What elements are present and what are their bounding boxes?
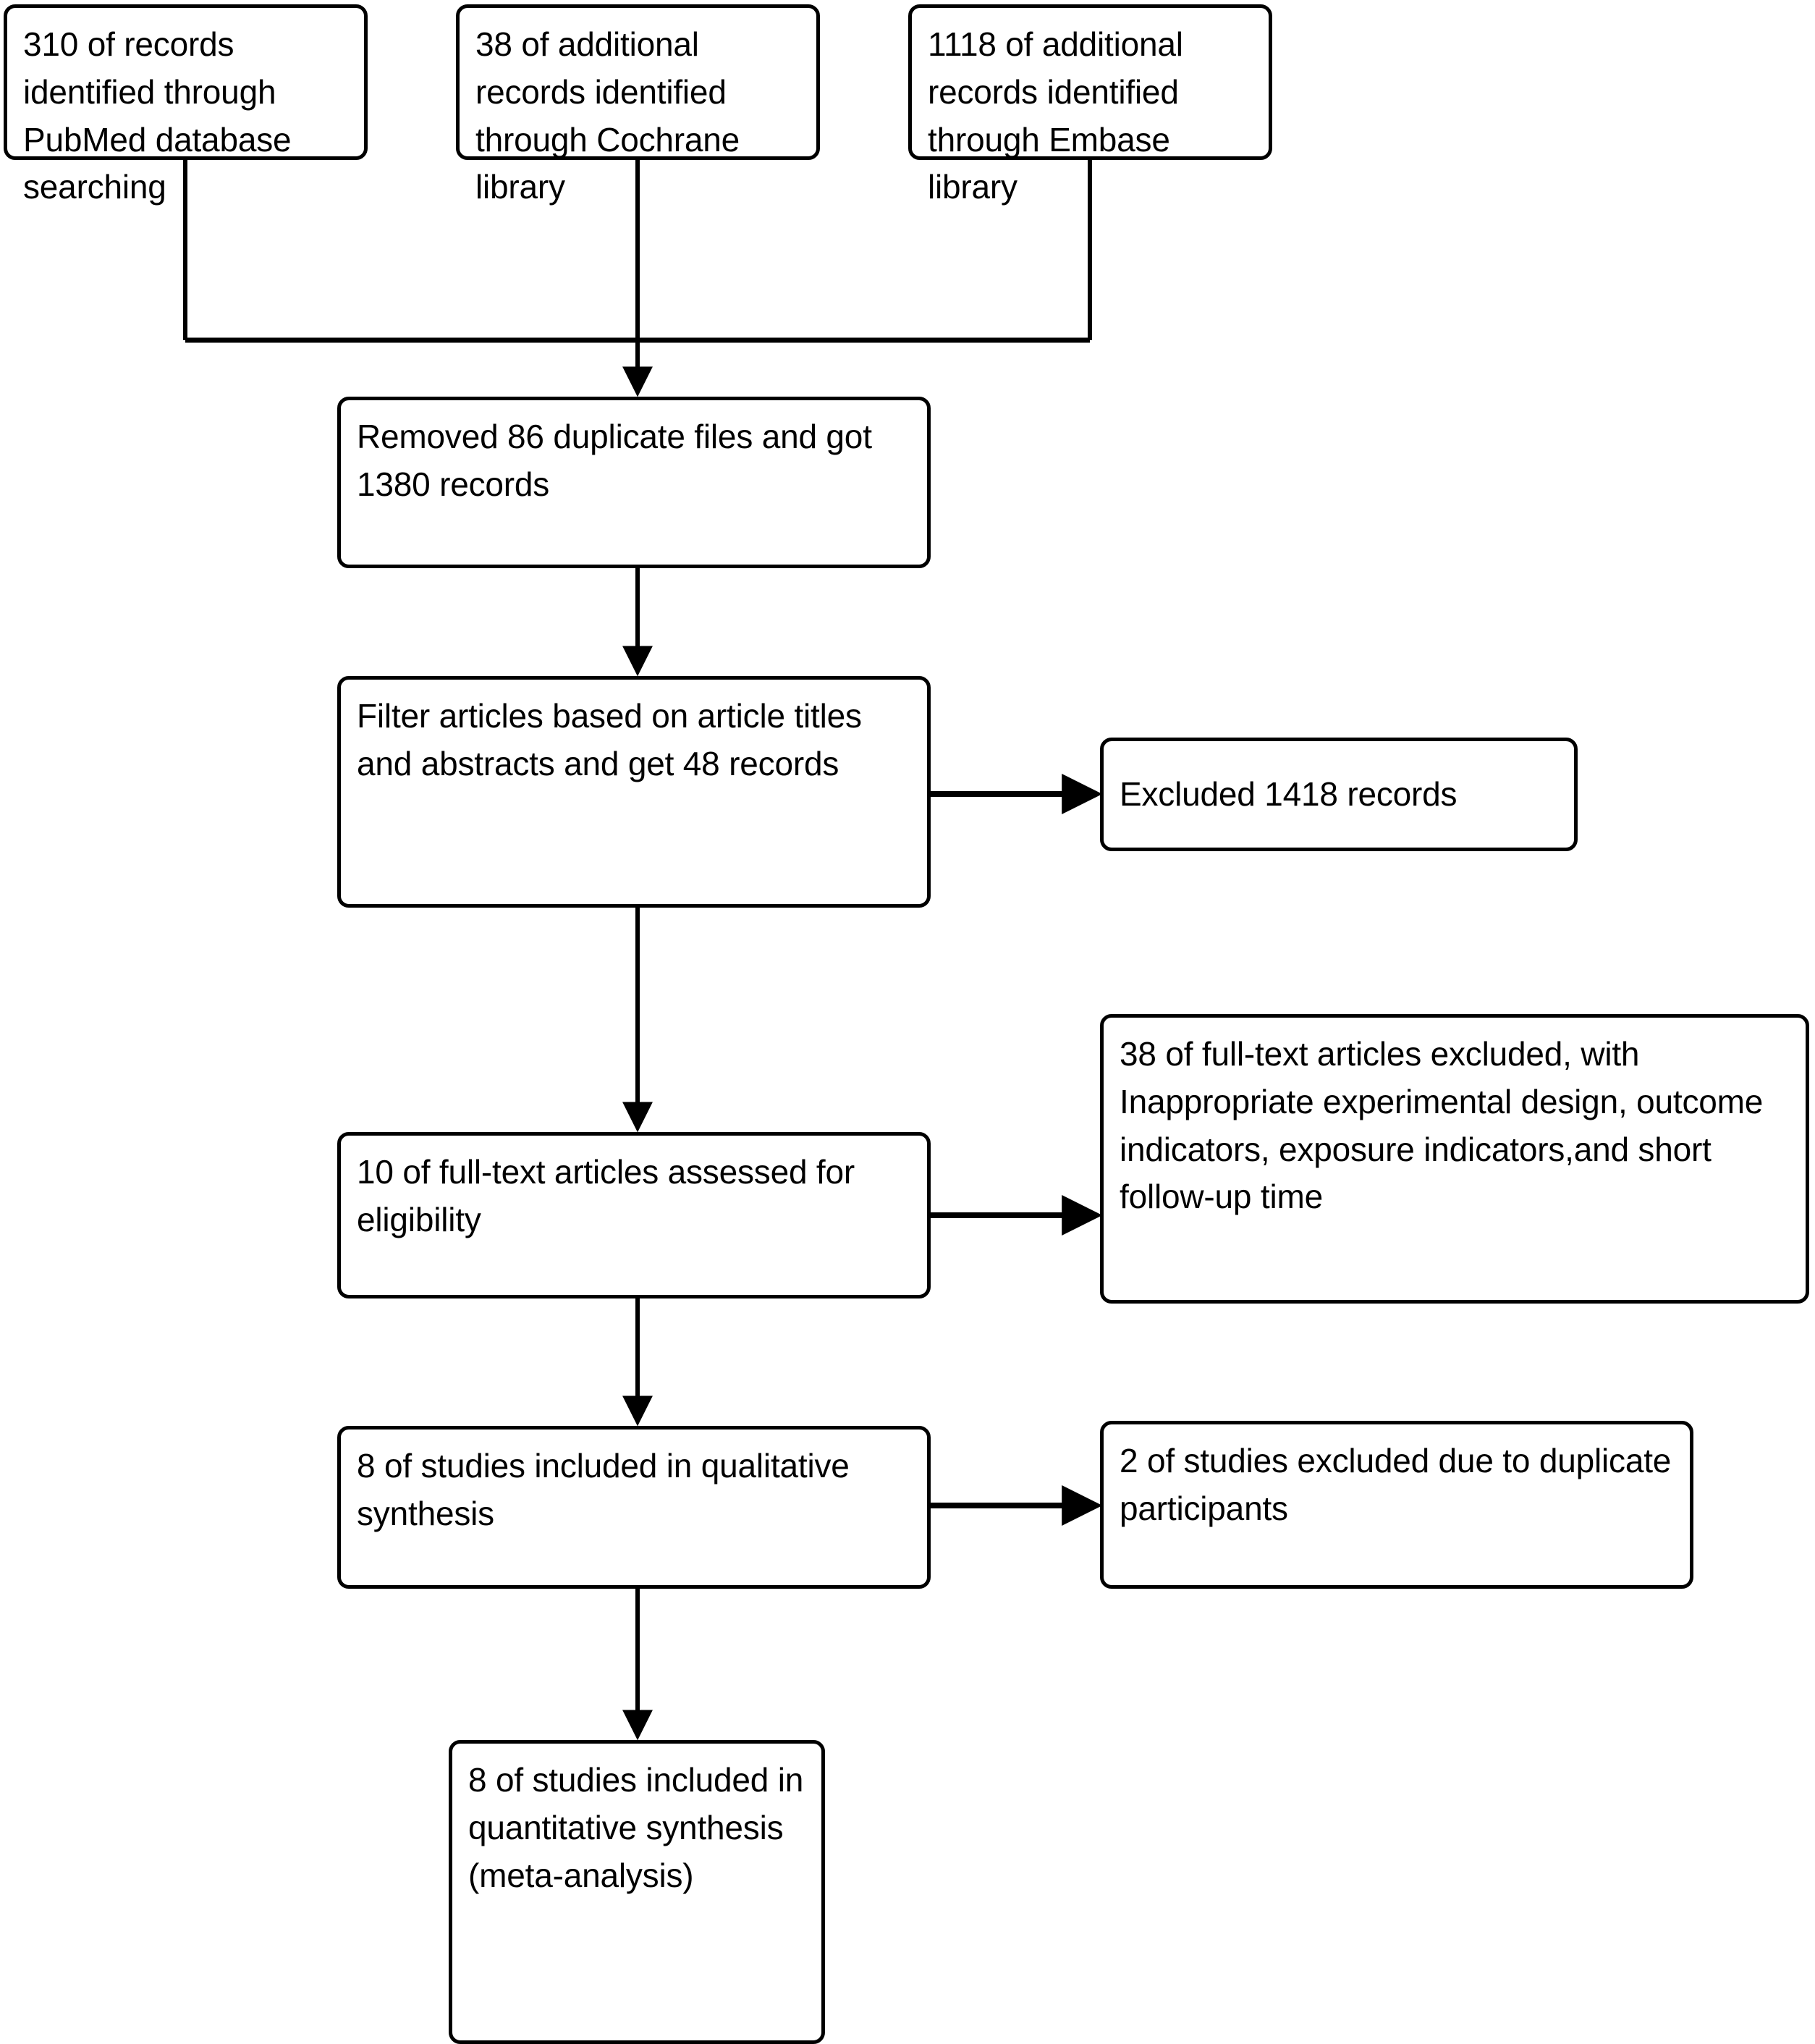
node-excluded-records: Excluded 1418 records bbox=[1100, 738, 1578, 851]
node-fulltext-assessed-text: 10 of full-text articles assessed for el… bbox=[357, 1153, 864, 1238]
node-studies-excluded-duplicates-text: 2 of studies excluded due to duplicate p… bbox=[1120, 1442, 1680, 1527]
node-pubmed-records-text: 310 of records identified through PubMed… bbox=[23, 25, 300, 206]
node-fulltext-assessed: 10 of full-text articles assessed for el… bbox=[337, 1132, 931, 1298]
node-embase-records-text: 1118 of additional records identified th… bbox=[928, 25, 1193, 206]
node-studies-excluded-duplicates: 2 of studies excluded due to duplicate p… bbox=[1100, 1421, 1693, 1589]
node-duplicates-removed: Removed 86 duplicate files and got 1380 … bbox=[337, 397, 931, 568]
node-fulltext-excluded-text: 38 of full-text articles excluded, with … bbox=[1120, 1035, 1772, 1216]
node-embase-records: 1118 of additional records identified th… bbox=[908, 4, 1272, 206]
node-cochrane-records: 38 of additional records identified thro… bbox=[456, 4, 820, 206]
node-quantitative-synthesis: 8 of studies included in quantitative sy… bbox=[449, 1740, 825, 2044]
node-pubmed-records: 310 of records identified through PubMed… bbox=[4, 4, 368, 206]
node-fulltext-excluded: 38 of full-text articles excluded, with … bbox=[1100, 1014, 1809, 1304]
node-quantitative-synthesis-text: 8 of studies included in quantitative sy… bbox=[468, 1761, 813, 1894]
node-excluded-records-text: Excluded 1418 records bbox=[1120, 774, 1458, 813]
node-duplicates-removed-text: Removed 86 duplicate files and got 1380 … bbox=[357, 418, 881, 503]
node-filter-articles-text: Filter articles based on article titles … bbox=[357, 697, 871, 782]
node-filter-articles: Filter articles based on article titles … bbox=[337, 676, 931, 908]
node-cochrane-records-text: 38 of additional records identified thro… bbox=[475, 25, 749, 206]
node-qualitative-synthesis-text: 8 of studies included in qualitative syn… bbox=[357, 1447, 859, 1532]
node-qualitative-synthesis: 8 of studies included in qualitative syn… bbox=[337, 1426, 931, 1589]
